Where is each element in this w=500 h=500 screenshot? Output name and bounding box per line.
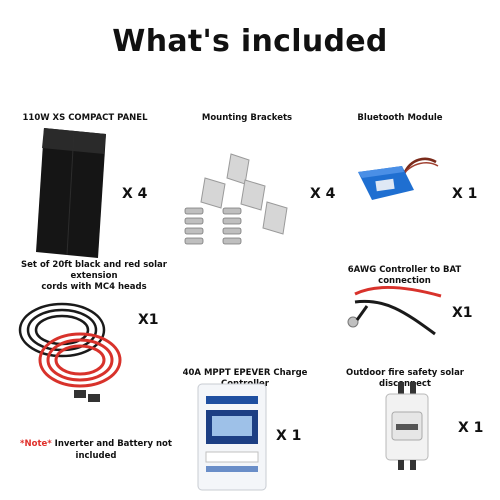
solar-panel-image [36,128,106,258]
item-label-extension-cords: Set of 20ft black and red solar extensio… [4,260,184,293]
item-label-bluetooth-module: Bluetooth Module [357,113,443,123]
item-label-6awg-connection: 6AWG Controller to BAT connection [347,265,462,286]
item-label-extension-cords-line1: Set of 20ft black and red solar extensio… [21,260,167,281]
item-qty-solar-panel: X 4 [122,186,148,202]
note-highlight: *Note* [20,439,52,449]
bluetooth-module-image [358,157,439,200]
item-qty-6awg-connection: X1 [452,305,473,321]
note-text-line1: Inverter and Battery not [51,439,172,449]
item-label-mounting-brackets: Mounting Brackets [201,113,293,123]
solar-disconnect-image [385,382,429,470]
item-qty-bluetooth-module: X 1 [452,186,478,202]
exclusion-note: *Note* Inverter and Battery not included [6,438,186,462]
note-text-line2: included [75,451,117,461]
item-label-extension-cords-line2: cords with MC4 heads [41,282,147,292]
page-title: What's included [112,24,388,59]
item-qty-extension-cords: X1 [138,312,159,328]
6awg-cables-image [347,286,442,336]
item-qty-charge-controller: X 1 [276,428,302,444]
item-qty-mounting-brackets: X 4 [310,186,336,202]
item-qty-solar-disconnect: X 1 [458,420,484,436]
extension-cords-image [18,302,122,402]
mounting-brackets-image [184,153,288,245]
item-label-solar-panel: 110W XS COMPACT PANEL [22,113,148,123]
charge-controller-image [197,383,267,491]
item-label-solar-disconnect: Outdoor fire safety solar disconnect [345,368,465,389]
